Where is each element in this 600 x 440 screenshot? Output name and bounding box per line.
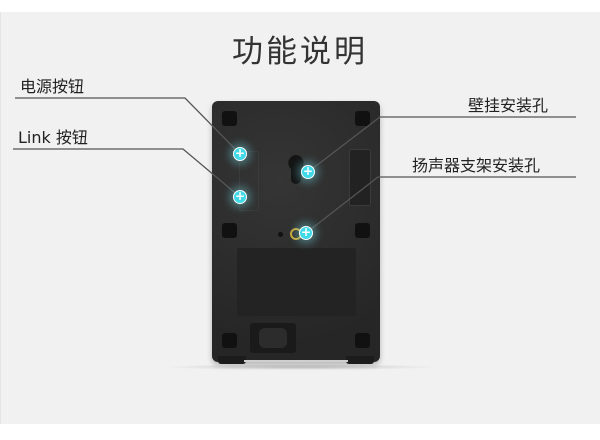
- corner-pad: [222, 223, 237, 238]
- corner-pad: [355, 223, 370, 238]
- device-shadow: [160, 364, 440, 370]
- hotspot-power-button[interactable]: +: [233, 146, 247, 161]
- corner-pad: [222, 333, 237, 348]
- stand-mount-slot: [349, 149, 371, 206]
- corner-pad: [222, 111, 237, 126]
- power-socket-inner: [259, 328, 287, 348]
- device-foot: [218, 356, 246, 364]
- label-power-button: 电源按钮: [20, 77, 85, 96]
- hotspot-speaker-stand-hole[interactable]: +: [299, 225, 313, 240]
- jack-hole: [278, 232, 283, 237]
- corner-pad: [355, 333, 370, 348]
- hotspot-wall-mount-hole[interactable]: +: [301, 164, 315, 179]
- base-gap: [244, 360, 348, 362]
- lower-recess: [237, 248, 356, 316]
- label-link-button: Link 按钮: [18, 128, 88, 147]
- page-title: 功能说明: [232, 34, 368, 70]
- keyhole-icon: [288, 155, 304, 184]
- device-foot: [346, 356, 374, 364]
- hotspot-link-button[interactable]: +: [233, 189, 247, 204]
- power-socket: [250, 323, 296, 353]
- label-speaker-stand-hole: 扬声器支架安装孔: [412, 156, 541, 175]
- corner-pad: [355, 111, 370, 126]
- speaker-back-panel: [212, 101, 380, 364]
- label-wall-mount-hole: 壁挂安装孔: [468, 96, 549, 115]
